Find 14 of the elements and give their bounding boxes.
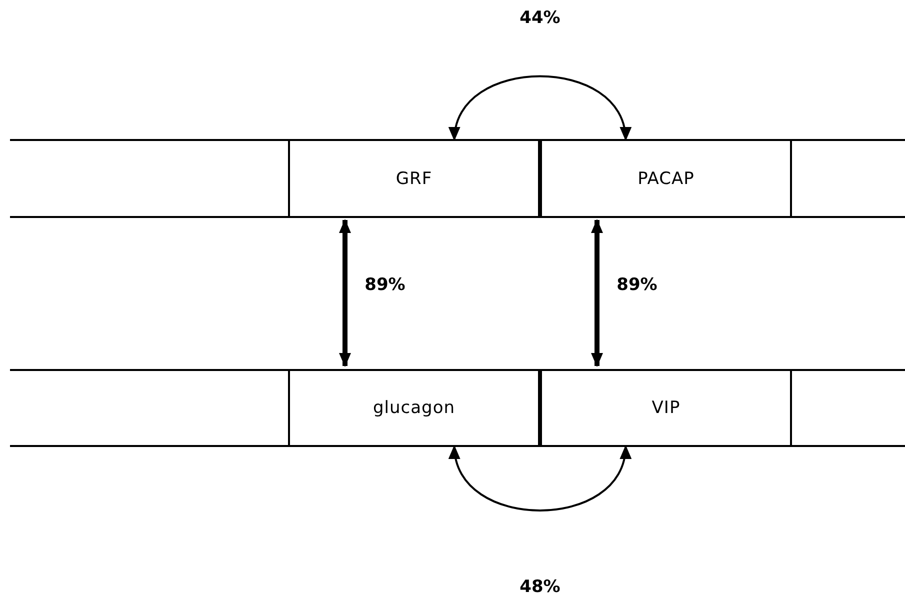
double-arrow (450, 75, 630, 141)
segment-label: VIP (652, 398, 680, 418)
double-arrow (339, 219, 351, 367)
segment-box (540, 141, 792, 216)
segment-box (288, 371, 540, 445)
band (10, 139, 905, 218)
double-arrow (450, 445, 630, 512)
segment-label: GRF (396, 168, 432, 188)
segment-label: PACAP (638, 168, 694, 188)
double-arrow (591, 219, 603, 367)
segment-box (540, 371, 792, 445)
segment-box (288, 141, 540, 216)
segment-label: glucagon (372, 398, 456, 418)
band (10, 369, 905, 447)
